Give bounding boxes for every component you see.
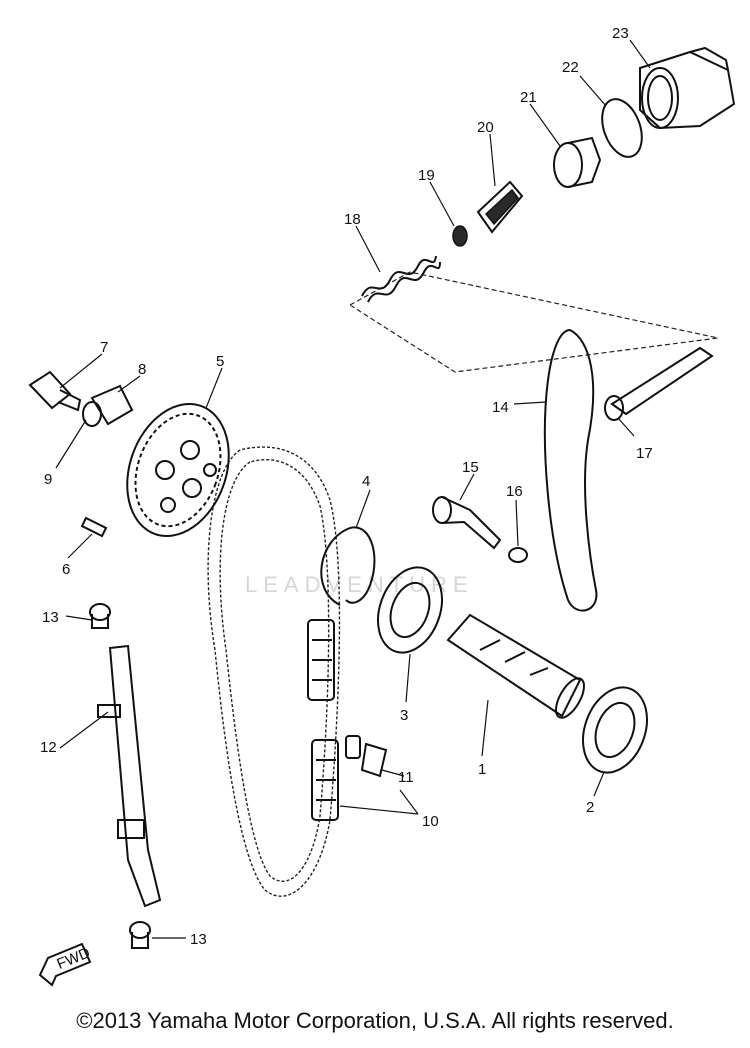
- callout-12: 12: [40, 739, 57, 756]
- tensioner-group-outline: [348, 271, 719, 373]
- callout-5: 5: [216, 353, 224, 370]
- callout-13-top: 13: [42, 609, 59, 626]
- callout-2: 2: [586, 799, 594, 816]
- copyright-footer: ©2013 Yamaha Motor Corporation, U.S.A. A…: [76, 1008, 674, 1033]
- callout-21: 21: [520, 89, 537, 106]
- camshaft: [446, 613, 585, 719]
- cam-sprocket: [126, 403, 230, 537]
- callout-20: 20: [477, 119, 494, 136]
- washer-9: [82, 401, 102, 427]
- master-link-11: [345, 735, 388, 778]
- lock-washer-8: [90, 384, 134, 426]
- callout-17: 17: [636, 445, 653, 462]
- callout-7: 7: [100, 339, 108, 356]
- o-ring-22: [601, 98, 643, 158]
- washer-19: [452, 225, 468, 247]
- watermark: LEADVENTURE: [245, 572, 474, 597]
- callout-4: 4: [362, 473, 370, 490]
- callout-14: 14: [492, 399, 509, 416]
- callout-6: 6: [62, 561, 70, 578]
- callout-1: 1: [478, 761, 486, 778]
- dowel-pin-6: [80, 516, 108, 538]
- guide-pin-17: [604, 346, 714, 421]
- bolt-13-top: [89, 603, 111, 629]
- callout-11: 11: [398, 769, 414, 786]
- chain-guide-12: [97, 644, 162, 908]
- bolt-7: [28, 370, 82, 412]
- callout-15: 15: [462, 459, 479, 476]
- callout-23: 23: [612, 25, 629, 42]
- bearing-2: [582, 686, 648, 774]
- callout-9: 9: [44, 471, 52, 488]
- bolt-15: [432, 496, 502, 550]
- callout-16: 16: [506, 483, 523, 500]
- leader-lines: [55, 39, 651, 939]
- callout-13-bottom: 13: [190, 931, 207, 948]
- tensioner-spring: [361, 255, 441, 303]
- tensioner-plug: [553, 136, 602, 188]
- bolt-13-bottom: [129, 921, 151, 949]
- tensioner-housing: [639, 46, 736, 130]
- bearing-3: [377, 566, 443, 654]
- callout-18: 18: [344, 211, 361, 228]
- o-ring-16: [508, 547, 528, 563]
- fwd-arrow-icon: FWD: [38, 942, 93, 987]
- chain-guide-14: [543, 328, 598, 612]
- callout-8: 8: [138, 361, 146, 378]
- cam-chain: [207, 446, 341, 897]
- parts-diagram: LEADVENTURE: [28, 25, 736, 987]
- callout-10: 10: [422, 813, 439, 830]
- chain-link-10: [307, 619, 339, 821]
- callout-19: 19: [418, 167, 435, 184]
- circlip-4: [320, 526, 376, 606]
- callout-22: 22: [562, 59, 579, 76]
- callout-3: 3: [400, 707, 408, 724]
- tensioner-rod: [476, 180, 524, 234]
